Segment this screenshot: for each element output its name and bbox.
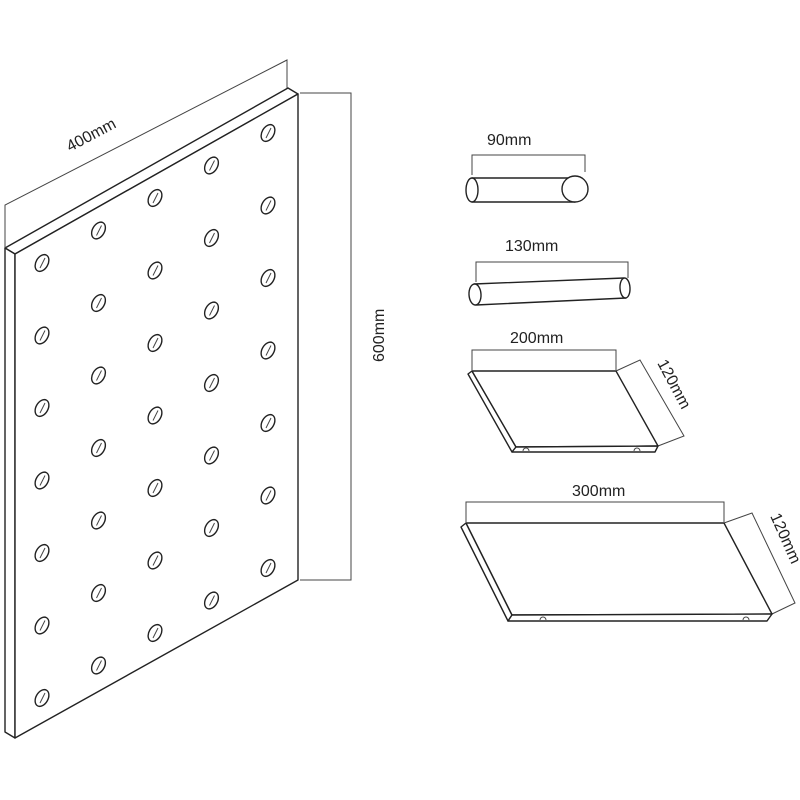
shelf-large-depth-label: 120mm — [766, 511, 800, 567]
peg-hole-shading — [265, 345, 272, 356]
peg-long-length-label: 130mm — [505, 238, 558, 255]
shelf-small-depth-label: 120mm — [653, 357, 693, 412]
peg-hole-shading — [152, 627, 159, 639]
peg-hole-shading — [152, 192, 159, 204]
pegboard — [4, 87, 299, 739]
peg-hole-shading — [152, 265, 159, 276]
peg-hole-shading — [96, 515, 102, 526]
peg-hole-shading — [39, 692, 46, 704]
peg-hole-shading — [265, 200, 272, 211]
peg-hole-shading — [209, 450, 215, 461]
peg-short-length-label: 90mm — [487, 132, 531, 149]
peg-hole-shading — [39, 547, 46, 559]
peg-hole-shading — [209, 305, 215, 316]
peg-hole-shading — [96, 660, 102, 671]
peg-hole-shading — [39, 620, 46, 631]
peg-hole-shading — [265, 562, 272, 574]
pegboard-holes — [34, 123, 276, 708]
peg-hole-shading — [265, 127, 272, 139]
peg-hole-shading — [152, 482, 159, 494]
peg-hole-shading — [96, 370, 102, 381]
pegboard-width-label: 400mm — [64, 115, 119, 155]
peg-hole-shading — [152, 337, 159, 349]
peg-hole-shading — [209, 160, 215, 171]
shelf-small-width-label: 200mm — [510, 330, 563, 347]
peg-hole-shading — [39, 475, 46, 486]
peg-hole-shading — [96, 587, 102, 599]
peg-hole-shading — [152, 555, 159, 566]
peg-hole-shading — [39, 402, 46, 414]
peg-hole-shading — [265, 272, 272, 284]
peg-hole-shading — [265, 490, 272, 501]
peg-hole-shading — [39, 330, 46, 341]
pegboard-side-edge — [4, 247, 16, 739]
peg-hole-shading — [96, 297, 102, 309]
peg-short: 90mm — [465, 132, 589, 203]
peg-hole-shading — [209, 595, 215, 606]
pegboard-height-label: 600mm — [371, 309, 388, 362]
shelf-large: 300mm 120mm — [460, 483, 800, 622]
shelf-small: 200mm 120mm — [467, 330, 694, 453]
shelf-large-width-label: 300mm — [572, 483, 625, 500]
peg-hole-shading — [209, 522, 215, 534]
peg-hole-shading — [209, 232, 215, 244]
peg-hole-shading — [265, 417, 272, 429]
height-dimension: 600mm — [300, 92, 388, 581]
peg-hole-shading — [96, 225, 102, 236]
peg-hole-shading — [39, 257, 46, 269]
peg-hole-shading — [209, 377, 215, 389]
peg-long: 130mm — [468, 238, 631, 306]
peg-hole-shading — [96, 442, 102, 454]
peg-hole-shading — [152, 410, 159, 421]
